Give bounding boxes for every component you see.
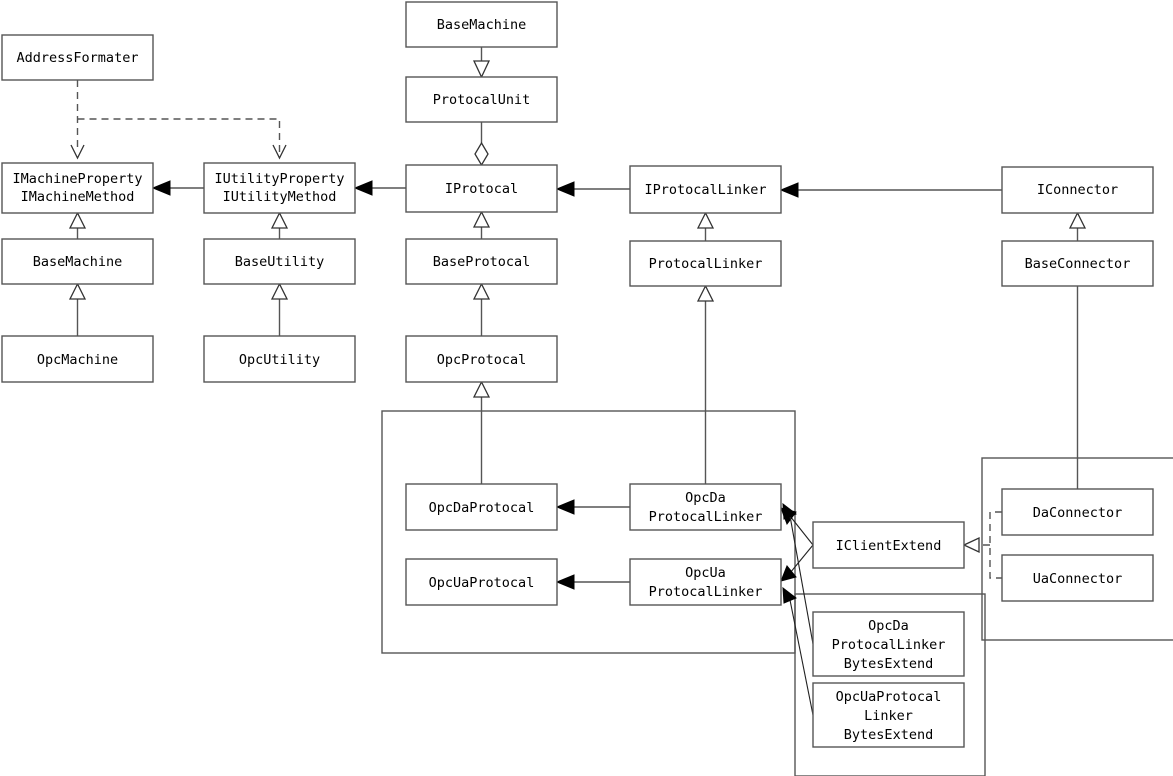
edge-addressformater-iutilityproperty <box>77 118 287 160</box>
node-label-line2: ProtocalLinker <box>832 637 946 653</box>
node-label-line3: BytesExtend <box>844 656 933 672</box>
edge-protocallinker-branch <box>696 284 715 484</box>
edge-baseconnector-iconnector <box>1068 211 1087 241</box>
node-iprotocal[interactable]: IProtocal <box>405 164 558 213</box>
node-base-machine-top[interactable]: BaseMachine <box>405 1 558 48</box>
package-group <box>381 410 1173 776</box>
node-iclient-extend[interactable]: IClientExtend <box>812 521 965 569</box>
edge-baseprotocal-iprotocal <box>472 210 491 239</box>
node-label: AddressFormater <box>17 50 139 66</box>
node-label: ProtocalUnit <box>433 92 531 108</box>
node-group: BaseMachine ProtocalUnit AddressFormater… <box>1 1 1154 748</box>
node-label-line2: ProtocalLinker <box>649 509 763 525</box>
edge-opcprotocal-branch <box>472 380 491 484</box>
edge-addressformater-imachineproperty <box>70 80 85 160</box>
node-opc-ua-protocal[interactable]: OpcUaProtocal <box>405 558 558 606</box>
node-label: OpcUaProtocal <box>429 575 535 591</box>
edge-protocallinker-iprotocallinker <box>696 211 715 241</box>
node-label: IClientExtend <box>836 538 942 554</box>
node-label: DaConnector <box>1033 505 1122 521</box>
edge-iutilityproperty-imachineproperty <box>151 180 204 196</box>
edge-iprotocallinker-iprotocal <box>555 181 630 197</box>
node-label: IConnector <box>1037 182 1118 198</box>
node-address-formater[interactable]: AddressFormater <box>1 34 154 81</box>
node-label-line2: IUtilityMethod <box>223 189 337 205</box>
node-label: BaseConnector <box>1025 256 1131 272</box>
edge-opcprotocal-baseprotocal <box>472 282 491 336</box>
edge-iprotocal-iutilityproperty <box>353 180 406 196</box>
node-label: BaseProtocal <box>433 254 531 270</box>
node-opc-ua-protocal-linker[interactable]: OpcUa ProtocalLinker <box>629 558 782 606</box>
node-opc-machine[interactable]: OpcMachine <box>1 335 154 383</box>
edge-opcutility-baseutility <box>270 282 289 336</box>
node-base-protocal[interactable]: BaseProtocal <box>405 238 558 285</box>
node-iconnector[interactable]: IConnector <box>1001 166 1154 214</box>
node-iutility-property[interactable]: IUtilityProperty IUtilityMethod <box>203 162 356 214</box>
node-label-line1: IUtilityProperty <box>214 171 344 187</box>
edge-basemachine-imachineproperty <box>68 211 87 239</box>
node-base-utility[interactable]: BaseUtility <box>203 238 356 285</box>
edge-iconnector-iprotocallinker <box>779 182 1002 198</box>
node-label-line3: BytesExtend <box>844 727 933 743</box>
package-bytes-extend <box>794 593 986 776</box>
node-label: UaConnector <box>1033 571 1122 587</box>
node-opc-da-protocal-linker[interactable]: OpcDa ProtocalLinker <box>629 483 782 531</box>
edge-opcdalinker-opcdaprotocal <box>555 499 630 515</box>
node-label-line1: OpcDa <box>685 490 726 506</box>
node-label: ProtocalLinker <box>649 256 763 272</box>
node-opc-da-protocal[interactable]: OpcDaProtocal <box>405 483 558 531</box>
node-base-connector[interactable]: BaseConnector <box>1001 240 1154 287</box>
node-opc-da-protocal-linker-bytes-extend[interactable]: OpcDa ProtocalLinker BytesExtend <box>812 611 965 677</box>
node-label: OpcDaProtocal <box>429 500 535 516</box>
edge-opcualinker-opcuaprotocal <box>555 574 630 590</box>
edge-protocalunit-iprotocal <box>474 122 489 167</box>
node-da-connector[interactable]: DaConnector <box>1001 488 1154 536</box>
node-label-line2: ProtocalLinker <box>649 584 763 600</box>
node-base-machine[interactable]: BaseMachine <box>1 238 154 285</box>
edge-connectors-iclientextend <box>962 511 1002 579</box>
node-label-line1: OpcUa <box>685 565 726 581</box>
edge-baseutility-iutilityproperty <box>270 211 289 239</box>
node-label: BaseMachine <box>437 17 526 33</box>
node-label-line2: Linker <box>864 708 913 724</box>
node-opc-utility[interactable]: OpcUtility <box>203 335 356 383</box>
node-ua-connector[interactable]: UaConnector <box>1001 554 1154 602</box>
node-opc-protocal[interactable]: OpcProtocal <box>405 335 558 383</box>
node-label: OpcMachine <box>37 352 118 368</box>
node-label-line1: OpcUaProtocal <box>836 689 942 705</box>
node-protocal-unit[interactable]: ProtocalUnit <box>405 76 558 123</box>
edge-group <box>68 47 1087 716</box>
package-protocal-linker <box>381 410 796 654</box>
node-label: IProtocalLinker <box>645 182 767 198</box>
edge-opcmachine-basemachine <box>68 282 87 336</box>
node-iprotocal-linker[interactable]: IProtocalLinker <box>629 165 782 214</box>
edge-bytesextend-diagonals <box>782 502 814 716</box>
node-imachine-property[interactable]: IMachineProperty IMachineMethod <box>1 162 154 214</box>
node-label-line1: OpcDa <box>868 618 909 634</box>
edge-basemachinetop-protocalunit <box>472 47 491 79</box>
node-label: OpcUtility <box>239 352 320 368</box>
node-label: OpcProtocal <box>437 352 526 368</box>
package-connector <box>981 457 1173 641</box>
node-label: BaseMachine <box>33 254 122 270</box>
node-label: IProtocal <box>445 181 518 197</box>
node-opc-ua-protocal-linker-bytes-extend[interactable]: OpcUaProtocal Linker BytesExtend <box>812 682 965 748</box>
node-label: BaseUtility <box>235 254 324 270</box>
edge-iclientextend-fan <box>780 507 814 582</box>
node-label-line1: IMachineProperty <box>12 171 142 187</box>
node-protocal-linker[interactable]: ProtocalLinker <box>629 240 782 287</box>
node-label-line2: IMachineMethod <box>21 189 135 205</box>
